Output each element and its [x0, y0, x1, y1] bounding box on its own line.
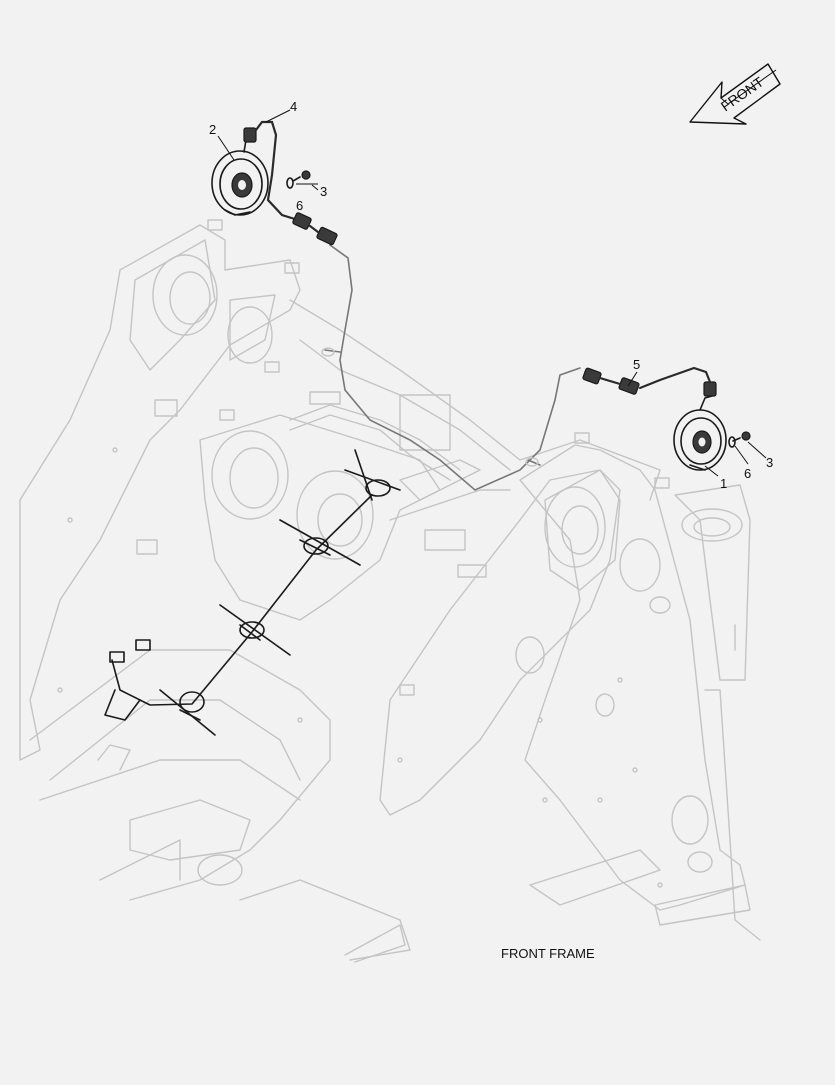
horn-right[interactable]	[673, 395, 727, 471]
harness-clamp	[279, 519, 361, 566]
harness-plug-right	[582, 367, 640, 395]
callout-lead-lines	[217, 109, 767, 477]
horn-left-connector	[243, 120, 300, 222]
harness-clamp	[159, 689, 216, 736]
horn-left[interactable]	[211, 137, 269, 216]
harness-clamp	[344, 449, 401, 501]
diagram-caption: FRONT FRAME	[501, 946, 595, 961]
bolt-left	[292, 170, 311, 182]
callout-1: 1	[720, 476, 727, 491]
callout-6-right: 6	[744, 466, 751, 481]
washer-left	[286, 177, 294, 189]
harness-plug-left	[292, 212, 338, 246]
callout-4: 4	[290, 99, 297, 114]
bolt-right	[732, 431, 751, 442]
callout-3-right: 3	[766, 455, 773, 470]
front-frame-drawing	[19, 219, 761, 963]
callout-5: 5	[633, 357, 640, 372]
horn-right-connector	[638, 366, 717, 397]
callout-3-left: 3	[320, 184, 327, 199]
callout-6-left: 6	[296, 198, 303, 213]
callout-2: 2	[209, 122, 216, 137]
front-direction-arrow: FRONT	[689, 63, 781, 125]
wire-harness	[104, 244, 581, 736]
harness-clamp	[219, 604, 291, 656]
washer-right	[728, 436, 736, 448]
